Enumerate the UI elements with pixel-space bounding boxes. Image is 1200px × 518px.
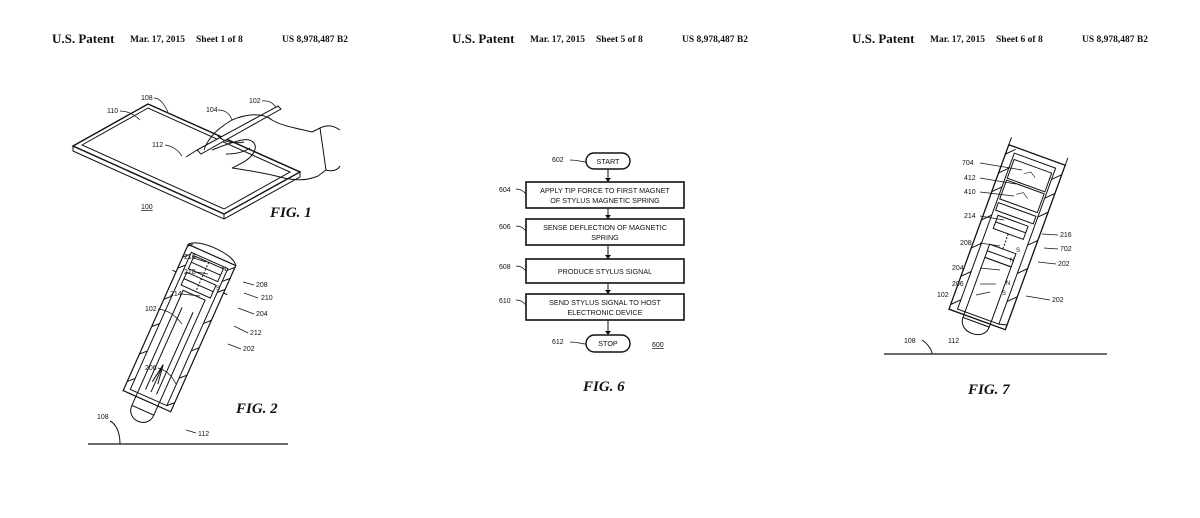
flow-step-608-line1: PRODUCE STYLUS SIGNAL — [558, 267, 652, 276]
fig7-ref-412: 412 — [964, 175, 976, 182]
flow-step-610-line2: ELECTRONIC DEVICE — [567, 308, 642, 317]
fig1-leader-lines — [119, 97, 277, 157]
fig2-ref-210: 210 — [261, 295, 273, 302]
flow-ref-604: 604 — [499, 187, 511, 194]
sheet-header-office: U.S. Patent — [852, 31, 915, 46]
fig2-ref-204: 204 — [256, 311, 268, 318]
flow-step-606-box — [525, 218, 685, 246]
fig7-magnet-letter-s2: S — [1002, 291, 1006, 297]
figure-7-drawing: S N N S 704 412 410 214 216 208 702 202 … — [884, 137, 1107, 398]
flow-step-604-line1: APPLY TIP FORCE TO FIRST MAGNET — [540, 186, 670, 195]
fig7-leader-lines — [975, 162, 1059, 301]
fig6-caption: FIG. 6 — [582, 379, 625, 395]
fig1-tablet — [71, 103, 302, 220]
fig2-ref-216: 216 — [184, 254, 196, 261]
fig1-ref-100: 100 — [141, 204, 153, 211]
fig7-ref-108: 108 — [904, 338, 916, 345]
flow-step-610-box — [525, 293, 685, 321]
fig2-ref-206: 206 — [145, 365, 157, 372]
sheet-header-sheet-number: Sheet 6 of 8 — [996, 35, 1043, 45]
fig2-ref-112: 112 — [198, 431, 209, 438]
flow-ref-602: 602 — [552, 157, 564, 164]
fig7-ref-702: 702 — [1060, 246, 1072, 253]
fig2-ref-212: 212 — [250, 330, 262, 337]
sheet-header-sheet-number: Sheet 5 of 8 — [596, 35, 643, 45]
fig2-magnet-letter-n: N — [222, 267, 226, 273]
fig7-ref-206: 206 — [952, 281, 964, 288]
sheet-header-date: Mar. 17, 2015 — [930, 35, 986, 45]
fig6-ref-600: 600 — [652, 342, 664, 349]
sheet-header-date: Mar. 17, 2015 — [530, 35, 586, 45]
flow-start-label: START — [597, 157, 621, 166]
fig2-ref-214: 214 — [170, 291, 182, 298]
sheet-header-patent-number: US 8,978,487 B2 — [1082, 35, 1148, 45]
fig2-ref-208: 208 — [256, 282, 268, 289]
sheet-header-sheet-number: Sheet 1 of 8 — [196, 35, 243, 45]
fig2-ref-102: 102 — [145, 306, 157, 313]
fig7-stylus-cross-section — [884, 137, 1107, 355]
fig7-ref-112: 112 — [948, 338, 959, 345]
fig1-hand-with-stylus — [185, 105, 341, 181]
flow-step-610-line1: SEND STYLUS SIGNAL TO HOST — [549, 298, 661, 307]
fig2-caption: FIG. 2 — [235, 401, 278, 417]
fig7-ref-202-upper: 202 — [1058, 261, 1070, 268]
flow-stop-label: STOP — [598, 339, 618, 348]
patent-sheet-5: U.S. Patent Mar. 17, 2015 Sheet 5 of 8 U… — [400, 0, 800, 518]
flow-step-606-line1: SENSE DEFLECTION OF MAGNETIC — [543, 223, 667, 232]
flow-step-606-line2: SPRING — [591, 233, 619, 242]
fig7-magnet-letter-s1: S — [1016, 248, 1020, 254]
fig7-ref-208: 208 — [960, 240, 972, 247]
fig2-ref-108: 108 — [97, 414, 109, 421]
sheet-header-patent-number: US 8,978,487 B2 — [682, 35, 748, 45]
patent-sheet-1: U.S. Patent Mar. 17, 2015 Sheet 1 of 8 U… — [0, 0, 400, 518]
fig7-ref-704: 704 — [962, 160, 974, 167]
fig1-ref-104: 104 — [206, 107, 218, 114]
flow-ref-610: 610 — [499, 298, 511, 305]
fig7-ref-214: 214 — [964, 213, 976, 220]
fig2-ref-218: 218 — [184, 269, 196, 276]
fig2-leader-lines — [157, 257, 259, 434]
fig1-ref-102: 102 — [249, 98, 261, 105]
sheet-header-patent-number: US 8,978,487 B2 — [282, 35, 348, 45]
fig2-stylus-cross-section — [88, 242, 288, 445]
fig1-ref-108: 108 — [141, 95, 153, 102]
flow-step-604-line2: OF STYLUS MAGNETIC SPRING — [550, 196, 660, 205]
fig7-ref-102: 102 — [937, 292, 949, 299]
flow-step-604-box — [525, 181, 685, 209]
sheet-header-office: U.S. Patent — [452, 31, 515, 46]
fig1-ref-112: 112 — [152, 142, 163, 149]
fig2-ref-202: 202 — [243, 346, 255, 353]
fig7-ref-216: 216 — [1060, 232, 1072, 239]
flow-ref-608: 608 — [499, 264, 511, 271]
fig7-ref-202-lower: 202 — [1052, 297, 1064, 304]
flow-ref-606: 606 — [499, 224, 511, 231]
sheet-header-office: U.S. Patent — [52, 31, 115, 46]
fig1-ref-110: 110 — [107, 108, 118, 115]
fig7-ref-204: 204 — [952, 265, 964, 272]
figure-1-and-2-drawing: 108 104 102 110 112 100 FIG. 1 — [71, 95, 341, 445]
fig7-magnet-letter-n2: N — [1006, 281, 1010, 287]
fig7-caption: FIG. 7 — [967, 382, 1010, 398]
flow-ref-612: 612 — [552, 339, 564, 346]
patent-sheet-6: U.S. Patent Mar. 17, 2015 Sheet 6 of 8 U… — [800, 0, 1200, 518]
sheet-header-date: Mar. 17, 2015 — [130, 35, 186, 45]
fig7-ref-410: 410 — [964, 189, 976, 196]
fig1-caption: FIG. 1 — [269, 205, 312, 221]
figure-6-flowchart: 602 START 604 APPLY TIP FORCE TO FIRST M… — [499, 152, 685, 395]
fig2-magnet-letter-s: S — [216, 286, 220, 292]
fig7-magnet-letter-n1: N — [1010, 258, 1014, 264]
